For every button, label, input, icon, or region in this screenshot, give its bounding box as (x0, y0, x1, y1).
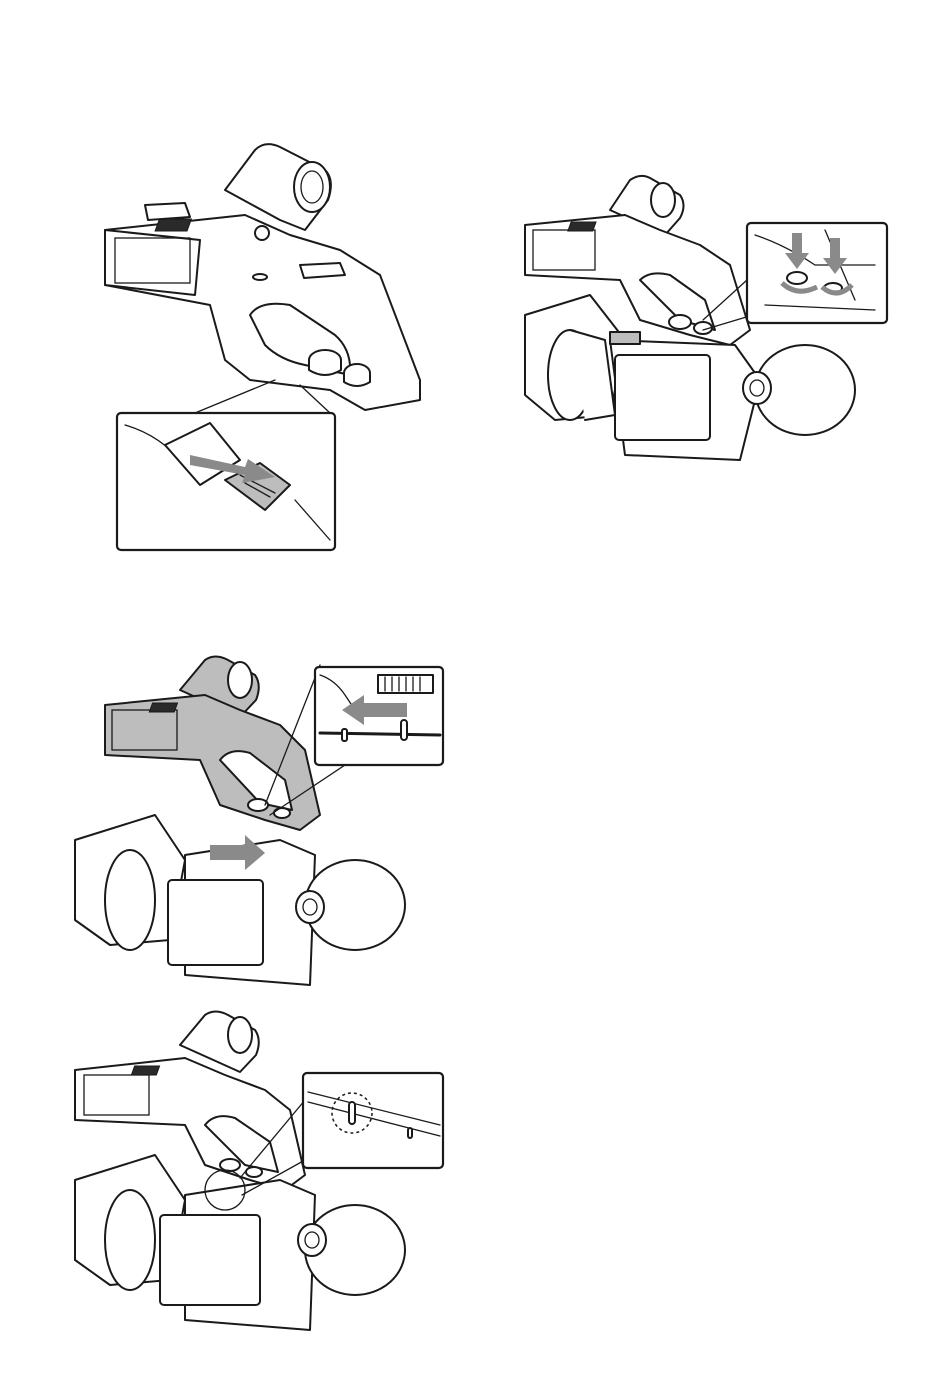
rotate-arrow-icon (777, 275, 857, 305)
alignment-mark-icon (414, 1106, 434, 1136)
figure-tighten-knobs (515, 170, 895, 470)
figure-handle-shoe-cover (90, 135, 440, 555)
slide-arrow-icon (190, 445, 280, 485)
figure-align-marks (70, 1010, 450, 1345)
slide-arrow-icon (342, 695, 412, 725)
press-down-arrow-icon (210, 835, 270, 870)
figure-attach-handle (70, 655, 450, 1000)
